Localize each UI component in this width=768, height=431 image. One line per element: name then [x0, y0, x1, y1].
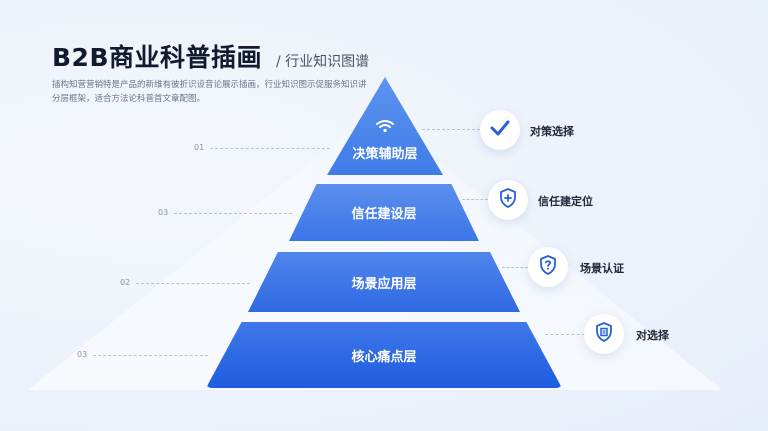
shield-plus-icon — [499, 188, 517, 212]
dash-line-right-1 — [422, 129, 480, 130]
header: B2B商业科普插画 / 行业知识图谱 — [52, 38, 369, 74]
wifi-icon — [375, 119, 395, 137]
dash-line-left-2 — [174, 213, 292, 214]
layer-number-3: 02 — [120, 278, 131, 287]
layer-number-1: 01 — [194, 143, 205, 152]
layer-number-4: 03 — [77, 350, 88, 359]
dash-line-left-3 — [136, 283, 250, 284]
layer-label-3: 场景应用层 — [351, 276, 417, 292]
callout-circle-1 — [480, 110, 520, 150]
pyramid-layer-3: 场景应用层 — [248, 252, 520, 312]
layer-label-4: 核心痛点层 — [351, 349, 417, 365]
question-shield-icon — [539, 255, 557, 279]
dash-line-right-3 — [502, 267, 528, 268]
layer-number-2: 03 — [158, 208, 169, 217]
layer-label-2: 信任建设层 — [351, 207, 417, 222]
check-icon — [490, 120, 510, 140]
callout-circle-2 — [488, 180, 528, 220]
layer-label-1: 决策辅助层 — [352, 147, 418, 162]
pyramid-layer-4: 核心痛点层 — [206, 322, 562, 388]
callout-label-3: 场景认证 — [580, 262, 624, 275]
page-title: B2B商业科普插画 — [52, 43, 263, 72]
dash-line-left-4 — [93, 355, 208, 356]
callout-label-1: 对策选择 — [530, 125, 574, 138]
callout-label-4: 对选择 — [636, 329, 669, 342]
page-subtitle: / 行业知识图谱 — [276, 54, 370, 70]
pyramid-layer-2: 信任建设层 — [289, 184, 479, 241]
shield-doc-icon — [595, 322, 613, 346]
dash-line-right-2 — [462, 199, 488, 200]
dash-line-left-1 — [210, 148, 330, 149]
callout-circle-3 — [528, 247, 568, 287]
callout-label-2: 信任建定位 — [538, 195, 593, 208]
callout-circle-4 — [584, 314, 624, 354]
page-description: 插构知营营销特是产品的新维有彼折识设音论展示插画，行业知识图示促服务知识讲分层框… — [52, 80, 367, 104]
dash-line-right-4 — [545, 334, 585, 335]
